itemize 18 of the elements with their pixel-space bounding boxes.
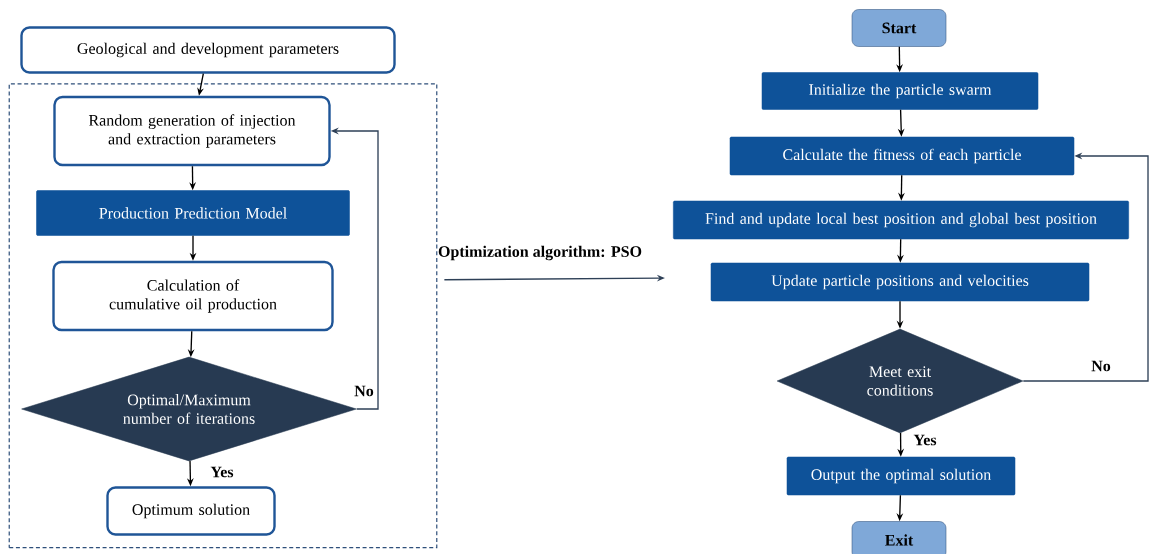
process-box: Calculation of cumulative oil production — [52, 260, 334, 332]
process-box: Geological and development parameters — [20, 26, 396, 74]
process-box: Find and update local best position and global best position — [673, 200, 1129, 240]
edge-label: No — [1091, 360, 1111, 372]
process-box: Output the optimal solution — [786, 456, 1016, 496]
process-box: Initialize the particle swarm — [761, 72, 1039, 110]
process-box: Calculate the fitness of each particle — [729, 136, 1075, 176]
process-box: Production Prediction Model — [36, 190, 350, 236]
terminal-box: Exit — [851, 521, 947, 554]
edge-label: No — [354, 385, 374, 397]
edge-label: Yes — [913, 434, 937, 446]
process-box: Update particle positions and velocities — [710, 262, 1090, 302]
edge-label: Optimization algorithm: PSO — [438, 245, 642, 261]
terminal-box: Start — [851, 9, 947, 47]
process-box: Random generation of injection and extraction parameters — [53, 95, 331, 167]
edge-label: Yes — [210, 466, 234, 478]
dashed-frame — [8, 83, 438, 549]
process-box: Optimum solution — [106, 486, 276, 536]
